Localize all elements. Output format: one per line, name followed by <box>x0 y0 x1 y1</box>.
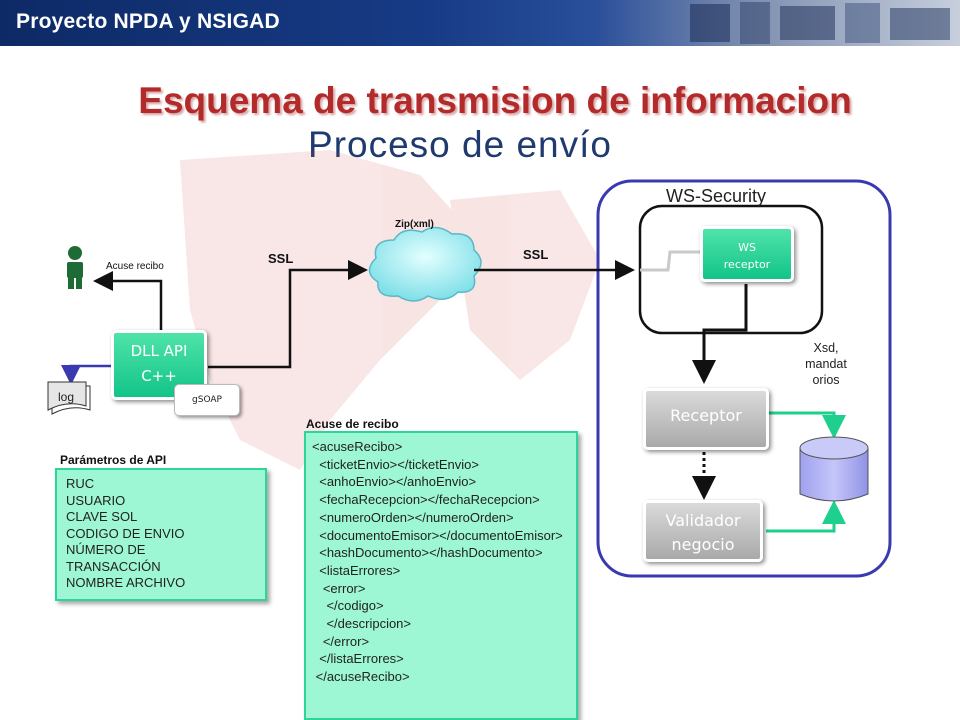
xml-line: </codigo> <box>312 598 384 614</box>
xml-line: <hashDocumento></hashDocumento> <box>312 545 543 561</box>
header-title: Proyecto NPDA y NSIGAD <box>16 10 280 33</box>
xml-line: </acuseRecibo> <box>312 669 410 685</box>
param-item: RUC <box>66 476 95 491</box>
ws-security-container <box>596 179 892 578</box>
params-title: Parámetros de API <box>60 453 167 467</box>
validador-line2: negocio <box>671 535 735 554</box>
params-box: RUC USUARIO CLAVE SOL CODIGO DE ENVIO NÚ… <box>55 468 267 601</box>
acuse-de-recibo-title: Acuse de recibo <box>306 417 399 431</box>
ws-receptor-line1: WS <box>738 241 756 254</box>
validador-negocio-box: Validador negocio <box>643 500 763 562</box>
param-item: CLAVE SOL <box>66 509 138 524</box>
cloud-icon <box>368 226 482 302</box>
gsoap-box: gSOAP <box>174 384 240 416</box>
ssl-label-right: SSL <box>523 247 549 262</box>
xml-line: <numeroOrden></numeroOrden> <box>312 509 514 525</box>
slide-subtitle: Proceso de envío <box>308 124 612 165</box>
receptor-box: Receptor <box>643 388 769 450</box>
zip-xml-label: Zip(xml) <box>395 219 434 230</box>
log-label: log <box>58 390 75 404</box>
ssl-label-left: SSL <box>268 251 294 266</box>
connector-ws-receptor <box>640 250 700 272</box>
xml-line: </error> <box>312 633 370 649</box>
xml-line: </listaErrores> <box>312 651 404 667</box>
xml-line: <ticketEnvio></ticketEnvio> <box>312 456 479 472</box>
arrow-dll-to-cloud <box>208 260 368 369</box>
ws-receptor-box: WS receptor <box>700 226 794 282</box>
param-item: NÚMERO DE <box>66 542 146 557</box>
dll-api-line1: DLL API <box>130 342 188 360</box>
param-item: USUARIO <box>66 492 126 508</box>
xml-line: <documentoEmisor></documentoEmisor> <box>312 527 563 543</box>
arrow-receptor-to-db <box>766 411 846 439</box>
log-document-icon <box>47 381 91 415</box>
acuse-xml-box: <acuseRecibo> <ticketEnvio></ticketEnvio… <box>304 431 578 720</box>
arrow-dll-to-log <box>61 364 113 385</box>
dll-api-line2: C++ <box>141 367 177 385</box>
database-icon <box>799 436 869 502</box>
param-item: TRANSACCIÓN <box>66 558 161 574</box>
xsd-line3: orios <box>812 373 840 387</box>
arrow-acuse-to-actor <box>93 271 163 330</box>
xml-line: <error> <box>312 580 366 596</box>
dll-api-box: DLL API C++ <box>111 330 207 400</box>
header-decoration <box>690 2 950 44</box>
slide-title: Esquema de transmision de informacion <box>138 80 852 121</box>
background-map <box>180 150 600 470</box>
xml-line: <acuseRecibo> <box>312 439 403 454</box>
param-item: CODIGO DE ENVIO <box>66 525 185 541</box>
ws-receptor-line2: receptor <box>723 258 771 271</box>
param-item: NOMBRE ARCHIVO <box>66 575 186 590</box>
arrow-validador-to-db <box>766 500 846 533</box>
xsd-label: Xsd, mandat orios <box>790 340 862 388</box>
xsd-line1: Xsd, <box>813 341 839 355</box>
xml-line: <listaErrores> <box>312 562 401 578</box>
xml-line: </descripcion> <box>312 616 412 632</box>
person-icon <box>67 246 83 289</box>
xml-line: <fechaRecepcion></fechaRecepcion> <box>312 492 540 508</box>
xsd-line2: mandat <box>805 357 847 371</box>
arrow-ws-to-receptor <box>692 284 748 384</box>
validador-line1: Validador <box>665 511 741 530</box>
acuse-recibo-label: Acuse recibo <box>106 261 164 272</box>
xml-line: <anhoEnvio></anhoEnvio> <box>312 474 477 490</box>
ws-security-label: WS-Security <box>666 186 767 206</box>
